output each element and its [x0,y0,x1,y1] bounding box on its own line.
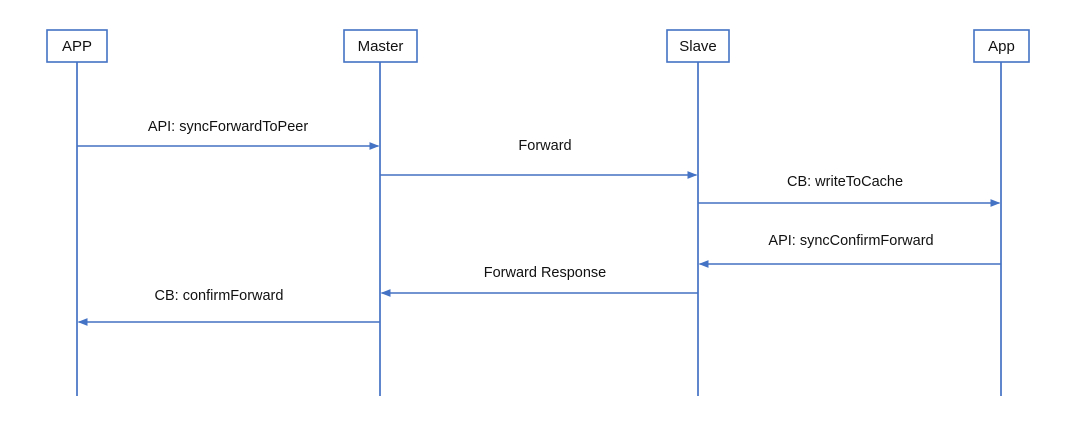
message-label-4: API: syncConfirmForward [768,233,933,249]
participant-label-app_left: APP [62,38,92,55]
participant-slave: Slave [666,29,730,63]
participants-group: APP Master Slave App [46,29,1030,63]
participant-label-app_right: App [988,38,1015,55]
message-label-5: Forward Response [484,265,607,281]
lifelines-group [76,62,1002,396]
participant-box-app_right [973,29,1030,63]
participant-app_right: App [973,29,1030,63]
participant-label-slave: Slave [679,38,717,55]
message-label-2: Forward [518,138,571,154]
participant-box-slave [666,29,730,63]
message-label-1: API: syncForwardToPeer [148,119,309,135]
message-label-6: CB: confirmForward [155,288,284,304]
participant-master: Master [343,29,418,63]
participant-box-app_left [46,29,108,63]
message-label-3: CB: writeToCache [787,174,903,190]
participant-box-master [343,29,418,63]
participant-label-master: Master [358,38,404,55]
participant-app_left: APP [46,29,108,63]
